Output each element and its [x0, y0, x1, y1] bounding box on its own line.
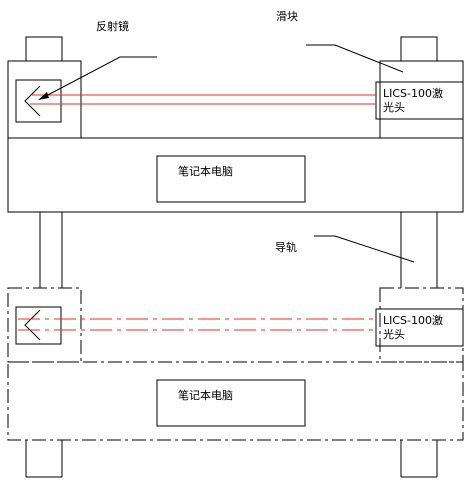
bottom-base [7, 361, 464, 441]
bottom-solid-parts [15, 306, 464, 478]
top-assembly [7, 36, 464, 213]
rails-middle [39, 212, 438, 288]
top-base [7, 137, 464, 213]
top-laser-head-line1: LICS-100激 [383, 87, 444, 100]
mirror-label: 反射镜 [96, 20, 129, 33]
top-laptop-label: 笔记本电脑 [178, 165, 233, 178]
bottom-laptop-label: 笔记本电脑 [178, 389, 233, 402]
top-laser-head-label: LICS-100激 光头 [383, 87, 443, 115]
slider-pointer [306, 44, 404, 73]
slider-label: 滑块 [276, 10, 298, 23]
mirror-pointer [38, 56, 157, 100]
bottom-mirror-icon [24, 309, 41, 341]
top-mirror-icon [24, 85, 41, 117]
rail-pointer [314, 235, 415, 263]
top-laser-beams [30, 94, 376, 105]
top-laptop-box [156, 155, 306, 203]
top-left-post [25, 36, 63, 62]
bottom-laser-head-line1: LICS-100激 [383, 314, 444, 327]
top-left-block [7, 60, 82, 139]
top-laser-head-box [375, 81, 464, 120]
bottom-laptop-box [156, 379, 306, 427]
bottom-laser-head-label: LICS-100激 光头 [383, 314, 443, 342]
bottom-left-block [7, 287, 82, 363]
top-right-post [400, 36, 438, 62]
bottom-laser-head-box [375, 308, 464, 347]
rail-label: 导轨 [275, 241, 297, 254]
bottom-laser-beams [18, 318, 376, 331]
bottom-laser-head-line2: 光头 [383, 328, 405, 341]
bottom-mirror-box [15, 306, 62, 345]
bottom-assembly [7, 287, 464, 441]
top-laser-head-line2: 光头 [383, 101, 405, 114]
top-mirror-box [15, 79, 62, 123]
